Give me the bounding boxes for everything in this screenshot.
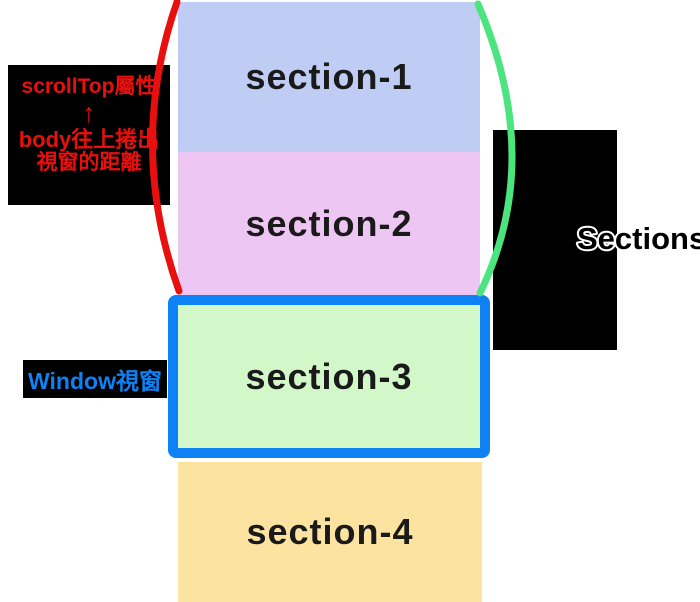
section-4-block: section-4	[178, 462, 482, 602]
section-2-block: section-2	[178, 152, 480, 295]
section-4-label: section-4	[246, 511, 414, 552]
window-viewport-label-box: Window視窗	[23, 360, 167, 398]
section-1-label: section-1	[245, 56, 413, 97]
scrolltop-attribute-label: scrollTop屬性	[21, 75, 157, 98]
up-arrow-icon: ↑	[82, 98, 96, 129]
section-3-label: section-3	[245, 355, 413, 397]
section-1-block: section-1	[178, 2, 480, 152]
section-2-label: section-2	[245, 202, 413, 244]
scrolltop-annotation-box: scrollTop屬性 ↑ body往上捲出 視窗的距離	[8, 65, 170, 205]
window-viewport-label: Window視窗	[28, 368, 162, 394]
window-viewport-box: section-3	[168, 295, 490, 458]
scrolltop-description-line2: 視窗的距離	[36, 151, 142, 175]
scrolltop-description-line1: body往上捲出	[18, 127, 160, 153]
sections-annotation-box	[493, 130, 617, 350]
